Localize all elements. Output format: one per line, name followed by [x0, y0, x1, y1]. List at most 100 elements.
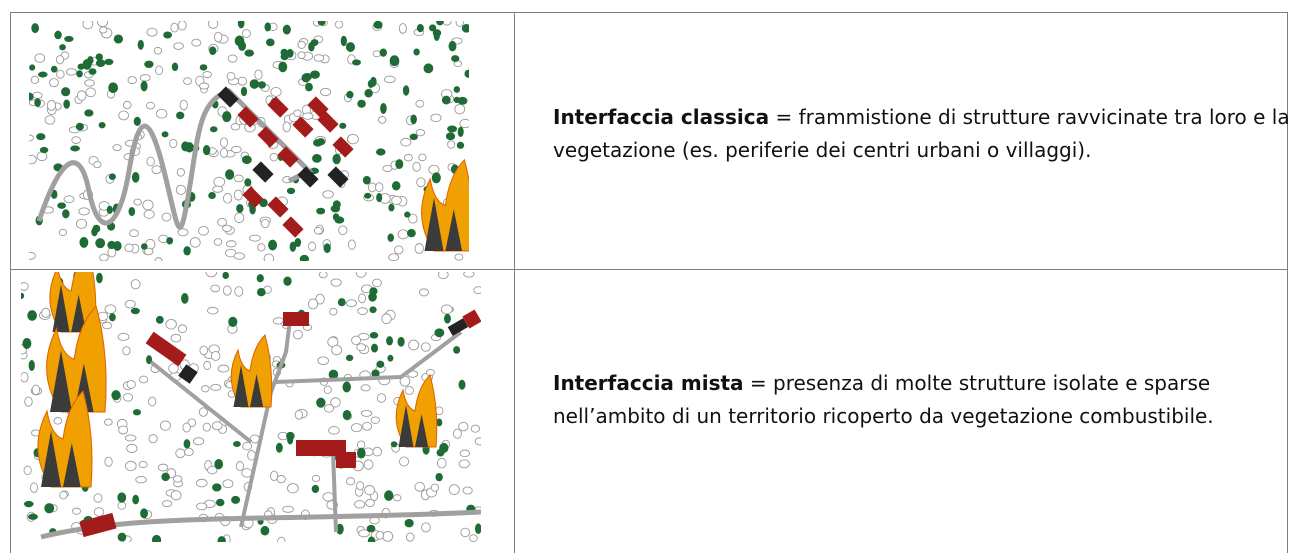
shrub-outline-icon	[370, 416, 380, 424]
shrub-outline-icon	[360, 409, 373, 417]
shrub-outline-icon	[440, 304, 453, 315]
shrub-outline-icon	[198, 407, 208, 417]
tree-icon	[357, 447, 366, 459]
shrub-outline-icon	[282, 505, 294, 513]
shrub-outline-icon	[323, 385, 332, 394]
pine-tree-icon	[398, 405, 414, 447]
tree-icon	[305, 82, 313, 92]
tree-icon	[299, 254, 310, 261]
tree-icon	[63, 99, 70, 109]
shrub-outline-icon	[219, 137, 229, 148]
road-icon	[149, 360, 253, 444]
tree-icon	[256, 287, 266, 297]
tree-icon	[413, 48, 420, 56]
image-cell	[11, 270, 515, 553]
shrub-outline-icon	[127, 76, 137, 85]
shrub-outline-icon	[99, 26, 108, 34]
shrub-outline-icon	[311, 474, 321, 483]
tree-icon	[108, 82, 118, 94]
tree-icon	[456, 141, 465, 149]
shrub-outline-icon	[436, 457, 447, 469]
house-icon	[307, 96, 329, 118]
shrub-outline-icon	[124, 243, 134, 253]
tree-icon	[87, 56, 94, 65]
tree-icon	[332, 153, 341, 165]
road-icon	[275, 330, 463, 384]
tree-icon	[96, 272, 103, 284]
shrub-outline-icon	[430, 113, 442, 123]
shrub-outline-icon	[170, 22, 179, 33]
tree-icon	[310, 70, 320, 79]
shrub-outline-icon	[138, 461, 148, 468]
shrub-outline-icon	[447, 140, 456, 149]
tree-icon	[367, 79, 375, 88]
house-icon	[267, 196, 289, 218]
tree-icon	[289, 241, 297, 252]
shrub-outline-icon	[104, 456, 113, 467]
tree-icon	[380, 103, 387, 114]
shrub-outline-icon	[46, 100, 57, 111]
pine-tree-icon	[233, 365, 249, 407]
shrub-outline-icon	[23, 465, 32, 476]
definition-paragraph: Interfaccia mista = presenza di molte st…	[553, 367, 1293, 433]
tree-icon	[404, 518, 414, 528]
tree-icon	[104, 58, 114, 66]
tree-icon	[151, 534, 162, 542]
shrub-outline-icon	[249, 234, 261, 242]
shrub-outline-icon	[294, 409, 303, 420]
shrub-outline-icon	[157, 463, 169, 472]
shrub-outline-icon	[161, 500, 173, 508]
pine-tree-icon	[52, 284, 70, 332]
tree-icon	[328, 369, 339, 380]
tree-icon	[161, 472, 170, 482]
shrub-outline-icon	[222, 285, 232, 296]
shrub-outline-icon	[210, 383, 222, 391]
tree-icon	[387, 354, 394, 362]
shrub-outline-icon	[117, 501, 127, 510]
tree-icon	[117, 532, 127, 542]
shrub-outline-icon	[177, 21, 187, 31]
tree-icon	[88, 68, 97, 75]
shrub-outline-icon	[34, 53, 46, 63]
house-icon	[242, 186, 264, 208]
shrub-outline-icon	[99, 253, 109, 261]
tree-icon	[111, 390, 121, 401]
shrub-outline-icon	[345, 299, 358, 308]
shrub-outline-icon	[78, 207, 90, 216]
tree-icon	[39, 146, 49, 154]
tree-icon	[132, 494, 140, 505]
shrub-outline-icon	[118, 110, 129, 121]
tree-icon	[451, 55, 460, 62]
shrub-outline-icon	[104, 418, 113, 426]
shrub-outline-icon	[31, 384, 41, 396]
shrub-outline-icon	[293, 109, 302, 117]
shrub-outline-icon	[313, 227, 323, 235]
tree-icon	[445, 132, 456, 141]
tree-icon	[34, 98, 41, 107]
shrub-outline-icon	[124, 434, 137, 442]
shrub-outline-icon	[151, 165, 162, 175]
tree-icon	[95, 238, 106, 249]
shrub-outline-icon	[328, 426, 340, 435]
shrub-outline-icon	[356, 481, 365, 491]
shrub-outline-icon	[93, 160, 102, 169]
shrub-outline-icon	[355, 272, 367, 278]
shrub-outline-icon	[203, 360, 212, 370]
shrub-outline-icon	[234, 212, 245, 224]
shrub-outline-icon	[130, 279, 141, 290]
shrub-outline-icon	[458, 421, 469, 432]
house-icon	[217, 86, 239, 108]
tree-icon	[369, 287, 378, 295]
shrub-outline-icon	[169, 138, 178, 149]
tree-icon	[278, 61, 288, 73]
shrub-outline-icon	[154, 257, 163, 261]
shrub-outline-icon	[139, 74, 151, 82]
tree-icon	[37, 71, 48, 78]
shrub-outline-icon	[416, 177, 426, 188]
shrub-outline-icon	[196, 478, 208, 488]
shrub-outline-icon	[172, 475, 183, 483]
tree-icon	[209, 126, 218, 133]
tree-icon	[369, 332, 379, 339]
tree-icon	[323, 243, 331, 254]
shrub-outline-icon	[372, 278, 382, 288]
